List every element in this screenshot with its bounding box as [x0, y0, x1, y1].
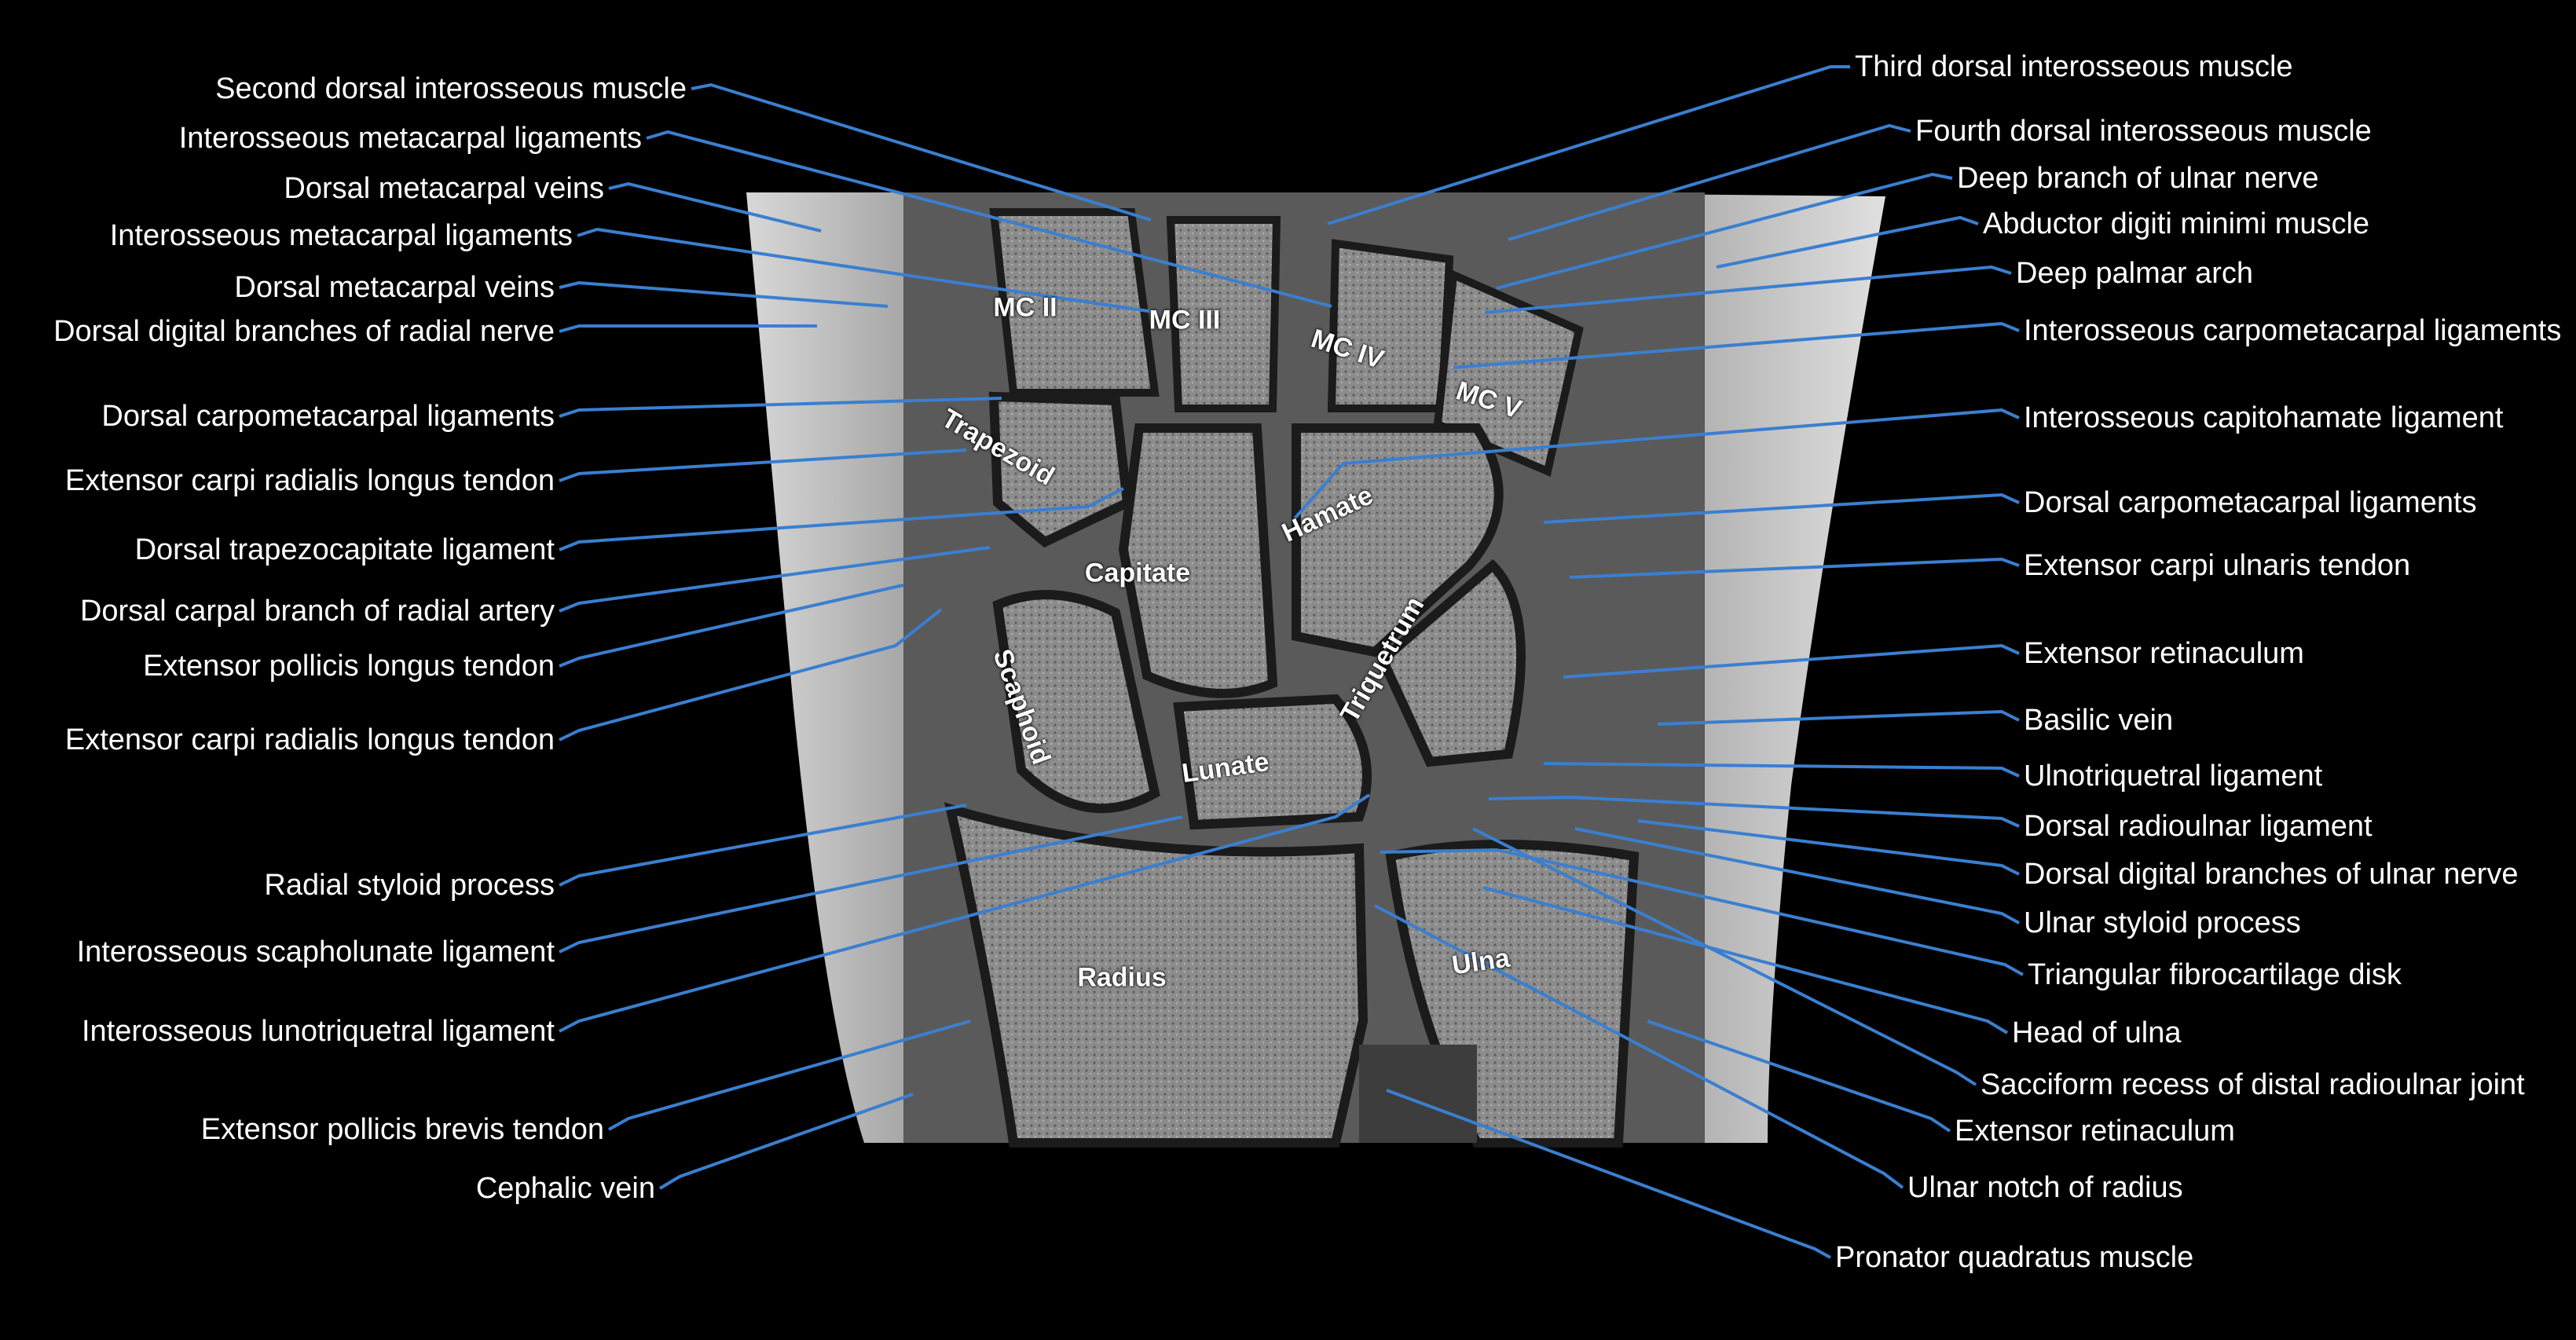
leader-line [1543, 762, 2020, 778]
anatomy-label: Dorsal carpometacarpal ligaments [2024, 486, 2477, 519]
leader-lines [559, 65, 2024, 1259]
anatomy-label: Dorsal digital branches of ulnar nerve [2024, 858, 2519, 891]
leader-line [559, 608, 943, 741]
leader-line [1380, 848, 2024, 976]
leader-line [577, 227, 1160, 314]
anatomy-label: Extensor carpi radialis longus tendon [64, 464, 555, 497]
leader-line [646, 130, 1332, 308]
anatomy-label: Basilic vein [2024, 704, 2174, 737]
leader-line [559, 804, 967, 887]
anatomy-label: Extensor pollicis longus tendon [143, 650, 555, 683]
anatomy-label: Deep palmar arch [2016, 257, 2254, 290]
anatomy-label: Interosseous metacarpal ligaments [109, 219, 573, 252]
leader-line [608, 1020, 971, 1131]
anatomy-label: Dorsal trapezocapitate ligament [134, 533, 555, 566]
leader-line [1637, 819, 2020, 876]
leader-line [1657, 709, 2020, 726]
anatomy-label: Extensor retinaculum [2024, 637, 2304, 670]
anatomy-label: Triangular fibrocartilage disk [2028, 958, 2402, 991]
anatomy-label: Interosseous metacarpal ligaments [178, 122, 642, 155]
leader-line [1647, 1020, 1951, 1133]
leader-line [559, 546, 991, 613]
leader-line [1496, 172, 1953, 290]
anatomy-label: Deep branch of ulnar nerve [1957, 162, 2319, 195]
leader-line [608, 181, 822, 232]
anatomy-label: Extensor pollicis brevis tendon [200, 1113, 604, 1146]
anatomy-label: Interosseous lunotriquetral ligament [81, 1015, 555, 1048]
anatomy-label: Interosseous capitohamate ligament [2024, 401, 2504, 434]
anatomy-label: Extensor retinaculum [1955, 1115, 2235, 1148]
leader-line [559, 397, 1002, 418]
anatomy-label: Extensor carpi radialis longus tendon [64, 723, 555, 756]
leader-line [1716, 215, 1979, 269]
anatomy-label: Third dorsal interosseous muscle [1855, 50, 2293, 83]
leader-line [1508, 123, 1911, 241]
bone-label: Capitate [1084, 558, 1191, 588]
anatomy-label: Fourth dorsal interosseous muscle [1915, 115, 2372, 148]
leader-line [1484, 265, 2012, 314]
leader-line [559, 793, 1371, 1033]
leader-line [1543, 492, 2020, 524]
anatomy-label: Dorsal carpometacarpal ligaments [101, 400, 555, 433]
leader-line [1453, 321, 2020, 369]
anatomy-label: Ulnar notch of radius [1907, 1171, 2183, 1204]
leader-line [1574, 827, 2020, 924]
anatomy-label: Extensor carpi ulnaris tendon [2024, 549, 2411, 582]
leader-line [559, 815, 1183, 954]
leader-line [1472, 827, 1977, 1086]
bone-label: MC III [1149, 305, 1221, 335]
anatomy-label: Sacciform recess of distal radioulnar jo… [1981, 1068, 2525, 1101]
leader-line [1386, 1089, 1831, 1259]
leader-line [1293, 408, 2020, 520]
anatomy-label: Abductor digiti minimi muscle [1983, 207, 2370, 240]
leader-line [559, 448, 967, 482]
anatomy-label: Dorsal radioulnar ligament [2024, 810, 2373, 843]
anatomy-label: Ulnar styloid process [2024, 906, 2301, 939]
anatomy-label: Cephalic vein [475, 1172, 655, 1205]
anatomy-label: Dorsal digital branches of radial nerve [53, 315, 555, 348]
leader-line [658, 1093, 914, 1190]
bone-label: Radius [1077, 962, 1167, 993]
anatomy-label: Radial styloid process [264, 869, 555, 902]
leader-line [691, 82, 1152, 222]
anatomy-label: Dorsal carpal branch of radial artery [79, 595, 555, 628]
anatomy-label: Interosseous scapholunate ligament [76, 935, 555, 968]
leader-line [559, 280, 889, 308]
anatomy-label: Ulnotriquetral ligament [2024, 760, 2323, 793]
anatomy-label: Second dorsal interosseous muscle [215, 72, 687, 105]
leader-line [1482, 886, 2009, 1034]
leader-line [1374, 904, 1904, 1189]
anatomy-label: Dorsal metacarpal veins [284, 172, 604, 205]
leader-line [559, 584, 904, 668]
leader-line [559, 324, 817, 333]
leader-line [1563, 643, 2020, 679]
bone-label: MC II [993, 292, 1057, 323]
leader-line [1569, 557, 2020, 579]
leader-line [1327, 65, 1850, 225]
leader-line [1488, 795, 2020, 828]
leader-line [559, 487, 1124, 551]
anatomy-label: Interosseous carpometacarpal ligaments [2024, 314, 2562, 347]
anatomy-label: Head of ulna [2012, 1016, 2182, 1049]
anatomy-label: Pronator quadratus muscle [1835, 1241, 2194, 1274]
anatomy-label: Dorsal metacarpal veins [234, 271, 555, 304]
